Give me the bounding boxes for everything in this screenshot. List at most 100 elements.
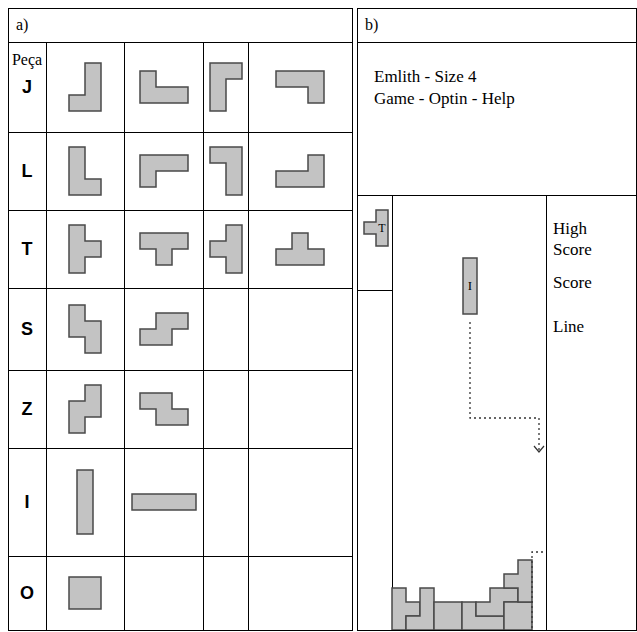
piece-fill (140, 71, 188, 103)
menu-bar: Game - Optin - Help (374, 88, 614, 109)
tetromino-shape (276, 155, 324, 187)
column-header: Peça (8, 50, 46, 70)
label-holder: S (8, 318, 46, 341)
piece-fill (504, 560, 532, 602)
piece-outline (140, 155, 188, 187)
tetromino-shape (140, 155, 188, 187)
tetromino-shape (434, 602, 462, 630)
table-rule (8, 42, 352, 43)
table-rule (46, 42, 47, 630)
piece-fill (210, 63, 242, 111)
tetromino-shape (364, 210, 388, 246)
piece-outline (504, 560, 532, 602)
label-holder: Z (8, 398, 46, 421)
piece-fill (140, 393, 188, 425)
table-rule (8, 448, 352, 449)
piece-outline (210, 147, 242, 195)
piece-outline (132, 494, 196, 510)
table-rule (8, 370, 352, 371)
piece-fill (132, 494, 196, 510)
panel-box: a) (8, 8, 353, 631)
label-holder: Emlith - Size 4 (374, 66, 614, 87)
tetromino-shape (463, 258, 477, 314)
tetromino-piece: T (364, 210, 388, 246)
label-holder: J (8, 76, 46, 99)
piece-outline (463, 258, 477, 314)
piece-outline (210, 63, 242, 111)
fall-path (470, 322, 539, 450)
table-rule (248, 42, 249, 630)
piece-fill (77, 470, 93, 534)
tetromino-shape (210, 225, 242, 273)
table-rule (8, 132, 352, 133)
piece-outline (276, 233, 324, 265)
piece-outline (504, 602, 532, 630)
window-title: Emlith - Size 4 (374, 66, 614, 87)
tetromino-shape (504, 560, 532, 602)
piece-fill (69, 147, 101, 195)
frame-line (357, 290, 392, 291)
piece-fill (69, 385, 101, 433)
tetromino-piece: I (463, 258, 477, 314)
label-holder: O (8, 582, 46, 605)
piece-fill (210, 225, 242, 273)
frame-line (392, 195, 393, 630)
tetromino-shape (140, 313, 188, 345)
piece-outline (69, 63, 101, 111)
piece-outline (434, 602, 462, 630)
piece-outline (276, 71, 324, 103)
tetromino-shape (406, 588, 434, 630)
frame-line (357, 195, 636, 196)
label-holder: Peça (8, 50, 46, 70)
piece-fill (210, 147, 242, 195)
tetromino-shape (77, 470, 93, 534)
piece-outline (140, 313, 188, 345)
tetromino-shape (504, 602, 532, 630)
piece-outline (69, 147, 101, 195)
piece-letter: T (376, 222, 388, 234)
table-rule (203, 42, 204, 630)
piece-outline (69, 385, 101, 433)
score-label: High Score (553, 218, 605, 261)
label-holder: High Score (553, 218, 605, 261)
piece-fill (69, 63, 101, 111)
tetromino-shape (69, 225, 101, 273)
piece-outline (276, 155, 324, 187)
piece-letter: I (463, 272, 477, 300)
piece-outline (69, 577, 101, 609)
tetromino-shape (69, 305, 101, 353)
piece-fill (276, 233, 324, 265)
label-holder: Line (553, 316, 623, 337)
score-label: Score (553, 272, 623, 293)
piece-fill (364, 210, 388, 246)
table-rule (8, 556, 352, 557)
piece-outline (69, 305, 101, 353)
tetromino-shape (69, 63, 101, 111)
piece-outline (69, 225, 101, 273)
piece-outline (406, 588, 434, 630)
label-holder: Game - Optin - Help (374, 88, 614, 109)
piece-name: I (8, 491, 46, 514)
piece-fill (140, 313, 188, 345)
tetromino-shape (69, 385, 101, 433)
tetromino-shape (140, 71, 188, 103)
piece-outline (140, 71, 188, 103)
piece-fill (504, 602, 532, 630)
tetromino-shape (140, 393, 188, 425)
piece-name: T (8, 238, 46, 261)
piece-outline (140, 233, 188, 265)
table-grid (8, 42, 352, 630)
fall-arrowhead (534, 446, 544, 452)
landing-outline (532, 552, 544, 628)
frame-line (546, 195, 547, 630)
label-holder: I (8, 491, 46, 514)
piece-fill (69, 225, 101, 273)
piece-fill (140, 155, 188, 187)
piece-fill (140, 233, 188, 265)
piece-name: L (8, 160, 46, 183)
piece-fill (276, 71, 324, 103)
score-label: Line (553, 316, 623, 337)
tetromino-shape (140, 233, 188, 265)
panel-label: b) (358, 9, 385, 41)
